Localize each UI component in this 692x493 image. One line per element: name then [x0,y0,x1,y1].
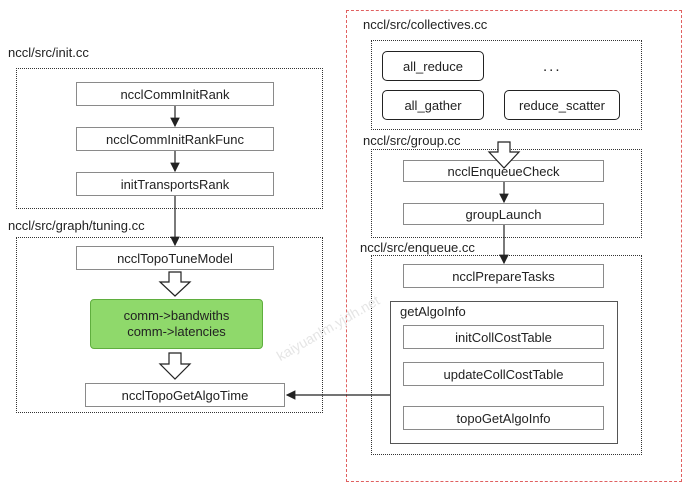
node-group-launch: groupLaunch [403,203,604,225]
node-nccl-comm-init-rank: ncclCommInitRank [76,82,274,106]
get-algo-info-box [390,301,618,444]
enqueue-file-label: nccl/src/enqueue.cc [360,240,475,255]
node-comm-bandwidth-latency: comm->bandwiths comm->latencies [90,299,263,349]
node-nccl-topo-get-algo-time: ncclTopoGetAlgoTime [85,383,285,407]
op-all-reduce: all_reduce [382,51,484,81]
node-topo-get-algo-info: topoGetAlgoInfo [403,406,604,430]
node-init-transports-rank: initTransportsRank [76,172,274,196]
op-more-ellipsis: ... [543,58,562,75]
node-init-coll-cost-table: initCollCostTable [403,325,604,349]
node-nccl-prepare-tasks: ncclPrepareTasks [403,264,604,288]
group-file-label: nccl/src/group.cc [363,133,461,148]
get-algo-info-label: getAlgoInfo [400,304,466,319]
init-file-label: nccl/src/init.cc [8,45,89,60]
node-nccl-topo-tune-model: ncclTopoTuneModel [76,246,274,270]
node-update-coll-cost-table: updateCollCostTable [403,362,604,386]
collectives-dashed-region [346,10,682,482]
node-nccl-enqueue-check: ncclEnqueueCheck [403,160,604,182]
collectives-file-label: nccl/src/collectives.cc [363,17,488,32]
collectives-file-box [371,40,642,130]
green-line-latencies: comm->latencies [127,324,226,339]
tuning-file-box [16,237,323,413]
tuning-file-label: nccl/src/graph/tuning.cc [8,218,145,233]
green-line-bandwidths: comm->bandwiths [123,308,230,323]
op-all-gather: all_gather [382,90,484,120]
op-reduce-scatter: reduce_scatter [504,90,620,120]
node-nccl-comm-init-rank-func: ncclCommInitRankFunc [76,127,274,151]
init-file-box [16,68,323,209]
